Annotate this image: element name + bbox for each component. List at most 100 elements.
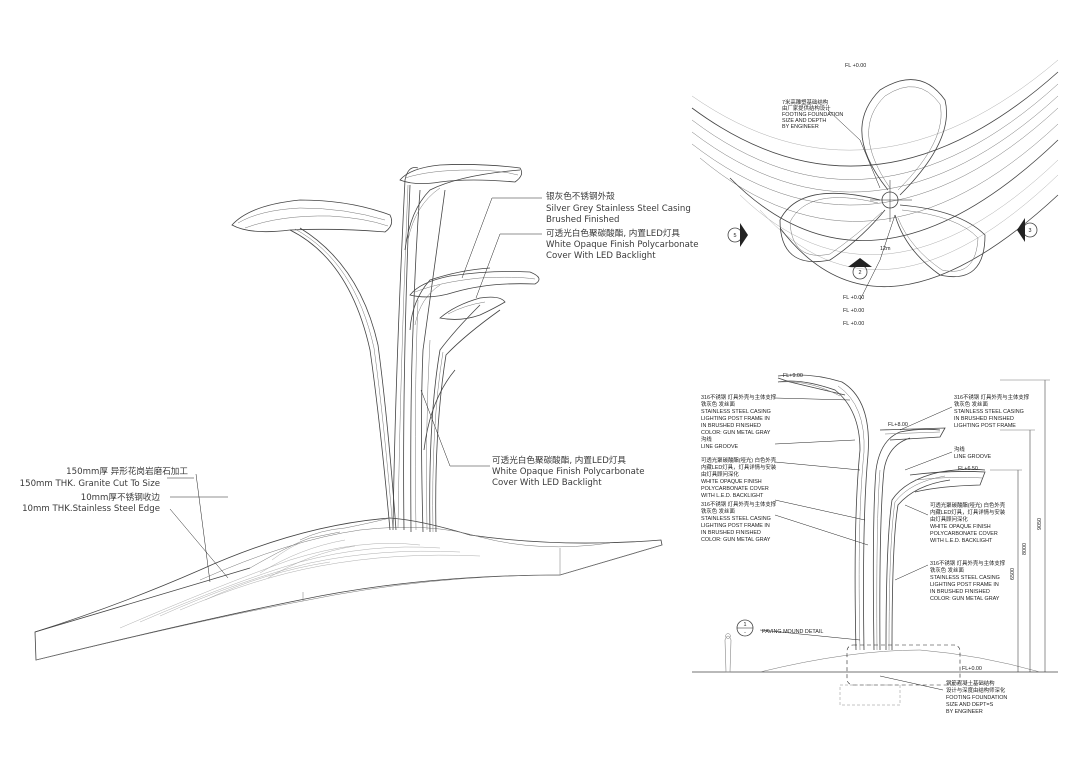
cover-label-en-1: White Opaque Finish Polycarbonate [546, 240, 699, 250]
granite-label-en: 150mm THK. Granite Cut To Size [20, 479, 160, 489]
left-note: LINE GROOVE [701, 444, 739, 450]
left-note: STAINLESS STEEL CASING [701, 409, 771, 415]
left-note: 内藏LED灯具，灯具详情与安装 [701, 463, 777, 471]
plan-dimension: 12m [880, 246, 891, 252]
right-note: IN BRUSHED FINISHED [930, 589, 990, 595]
elevation-structure [777, 374, 986, 651]
detail-number: 1 [744, 622, 747, 628]
elevation-levels: FL+9.00 FL+8.00 FL+6.50 FL+0.00 [783, 373, 982, 672]
casing-label-en-1: Silver Grey Stainless Steel Casing [546, 204, 691, 214]
right-note: 沟线 [954, 445, 965, 453]
left-note: WITH L.E.D. BACKLIGHT [701, 493, 764, 499]
plan-note-en-1: FOOTING FOUNDATION [782, 112, 843, 118]
edge-label-cn: 10mm厚不锈钢收边 [81, 491, 161, 503]
right-note: LIGHTING POST FRAME IN [930, 582, 999, 588]
casing-label-en-2: Brushed Finished [546, 215, 619, 225]
perspective-view: 银灰色不锈钢外殻 Silver Grey Stainless Steel Cas… [20, 164, 699, 661]
left-note: IN BRUSHED FINISHED [701, 530, 761, 536]
right-note: 可透光聚碳酸酯(哑光) 白色外壳 [930, 501, 1006, 509]
left-note: LIGHTING POST FRAME IN [701, 416, 770, 422]
cover2-label-en-2: Cover With LED Backlight [492, 478, 602, 488]
right-note: WITH L.E.D. BACKLIGHT [930, 538, 993, 544]
light-tree [289, 167, 521, 533]
level-top: FL+9.00 [783, 373, 803, 379]
footing-note: 钢筋混凝土基础结构 [946, 679, 995, 687]
left-note: STAINLESS STEEL CASING [701, 516, 771, 522]
plan-fl-3: FL +0.00 [843, 321, 864, 327]
right-note: STAINLESS STEEL CASING [930, 575, 1000, 581]
cover2-label-cn: 可透光白色聚碳酸酯, 内置LED灯具 [492, 454, 626, 466]
level-mid: FL+8.00 [888, 422, 908, 428]
detail-callout-box [846, 644, 961, 686]
right-note: COLOR: GUN METAL GRAY [930, 596, 1000, 602]
dim-total: 9050 [1037, 518, 1043, 530]
elevation-right-notes: 316不锈钢 灯具外壳与主体支撑 铁灰色 发丝面 STAINLESS STEEL… [930, 393, 1030, 602]
plan-note-cn-1: 7米高雕塑基础结构 [782, 98, 829, 106]
footing-note: FOOTING FOUNDATION [946, 695, 1007, 701]
human-scale-figure [724, 635, 732, 673]
plan-arcs [691, 59, 1059, 288]
granite-label-cn: 150mm厚 异形花岗岩磨石加工 [66, 465, 188, 477]
footing-note: 设计与深度由结构师深化 [946, 686, 1006, 694]
right-note: 内藏LED灯具，灯具详情与安装 [930, 508, 1006, 516]
left-note: 316不锈钢 灯具外壳与主体支撑 [701, 500, 777, 508]
left-note: 沟线 [701, 435, 712, 443]
plan-view: 5 3 2 FL +0.00 7米高雕塑基础结构 由厂家提供结构设计 FOOTI… [691, 59, 1059, 327]
right-note: POLYCARBONATE COVER [930, 531, 998, 537]
plan-note-en-3: BY ENGINEER [782, 124, 819, 130]
left-note: COLOR: GUN METAL GRAY [701, 537, 771, 543]
left-note: LIGHTING POST FRAME IN [701, 523, 770, 529]
plan-markers: 5 3 2 [727, 218, 1038, 280]
plan-note-cn-2: 由厂家提供结构设计 [782, 104, 831, 112]
left-note: 由灯具顾问深化 [701, 470, 739, 478]
elevation-left-notes: 316不锈钢 灯具外壳与主体支撑 铁灰色 发丝面 STAINLESS STEEL… [701, 393, 777, 543]
footing-note: BY ENGINEER [946, 709, 983, 715]
plan-petals [779, 79, 986, 277]
level-ground: FL+0.00 [962, 666, 982, 672]
detail-sub: - [744, 630, 746, 636]
right-note: WHITE OPAQUE FINISH [930, 524, 991, 530]
marker-3-label: 3 [1029, 228, 1032, 234]
elevation-leaders [759, 397, 953, 691]
casing-label-cn: 银灰色不锈钢外殻 [546, 190, 615, 202]
perspective-leaders [167, 197, 542, 583]
left-note: 可透光聚碳酸酯(哑光) 白色外壳 [701, 456, 777, 464]
plan-fl-2: FL +0.00 [843, 308, 864, 314]
left-note: COLOR: GUN METAL GRAY [701, 430, 771, 436]
left-note: WHITE OPAQUE FINISH [701, 479, 762, 485]
left-note: 铁灰色 发丝面 [701, 400, 735, 408]
dim-mid: 8000 [1022, 543, 1028, 555]
left-note: 316不锈钢 灯具外壳与主体支撑 [701, 393, 777, 401]
cover-label-cn: 可透光白色聚碳酸酯, 内置LED灯具 [546, 227, 680, 239]
footing-note: SIZE AND DEPT=S [946, 702, 994, 708]
right-note: 铁灰色 发丝面 [930, 566, 964, 574]
right-note: LINE GROOVE [954, 454, 992, 460]
marker-5-label: 5 [734, 233, 737, 239]
edge-label-en: 10mm THK.Stainless Steel Edge [22, 504, 160, 514]
plan-fl-1: FL +0.00 [843, 295, 864, 301]
left-note: POLYCARBONATE COVER [701, 486, 769, 492]
right-note: STAINLESS STEEL CASING [954, 409, 1024, 415]
elevation-ground [692, 633, 1058, 706]
plan-fl-top: FL +0.00 [845, 63, 866, 69]
cover-label-en-2: Cover With LED Backlight [546, 251, 656, 261]
elevation-footing-notes: 钢筋混凝土基础结构 设计与深度由结构师深化 FOOTING FOUNDATION… [946, 679, 1007, 715]
plan-notes: FL +0.00 7米高雕塑基础结构 由厂家提供结构设计 FOOTING FOU… [782, 63, 896, 327]
right-note: 316不锈钢 灯具外壳与主体支撑 [930, 559, 1006, 567]
dim-low: 6500 [1010, 568, 1016, 580]
right-note: LIGHTING POST FRAME [954, 423, 1016, 429]
left-note: 铁灰色 发丝面 [701, 507, 735, 515]
perspective-labels: 银灰色不锈钢外殻 Silver Grey Stainless Steel Cas… [20, 190, 699, 514]
detail-label: PAVING MOUND DETAIL [762, 629, 823, 635]
canopies [231, 164, 540, 320]
right-note: 316不锈钢 灯具外壳与主体支撑 [954, 393, 1030, 401]
right-note: IN BRUSHED FINISHED [954, 416, 1014, 422]
elevation-view: 9050 8000 6500 FL+9.00 FL+8.00 FL+6.50 F… [692, 373, 1058, 715]
paving-mound-detail-callout: 1 - PAVING MOUND DETAIL [736, 619, 823, 637]
level-low: FL+6.50 [958, 466, 978, 472]
right-note: 铁灰色 发丝面 [954, 400, 988, 408]
right-note: 由灯具顾问深化 [930, 515, 968, 523]
elevation-dimensions: 9050 8000 6500 [990, 379, 1050, 672]
cover2-label-en-1: White Opaque Finish Polycarbonate [492, 467, 645, 477]
